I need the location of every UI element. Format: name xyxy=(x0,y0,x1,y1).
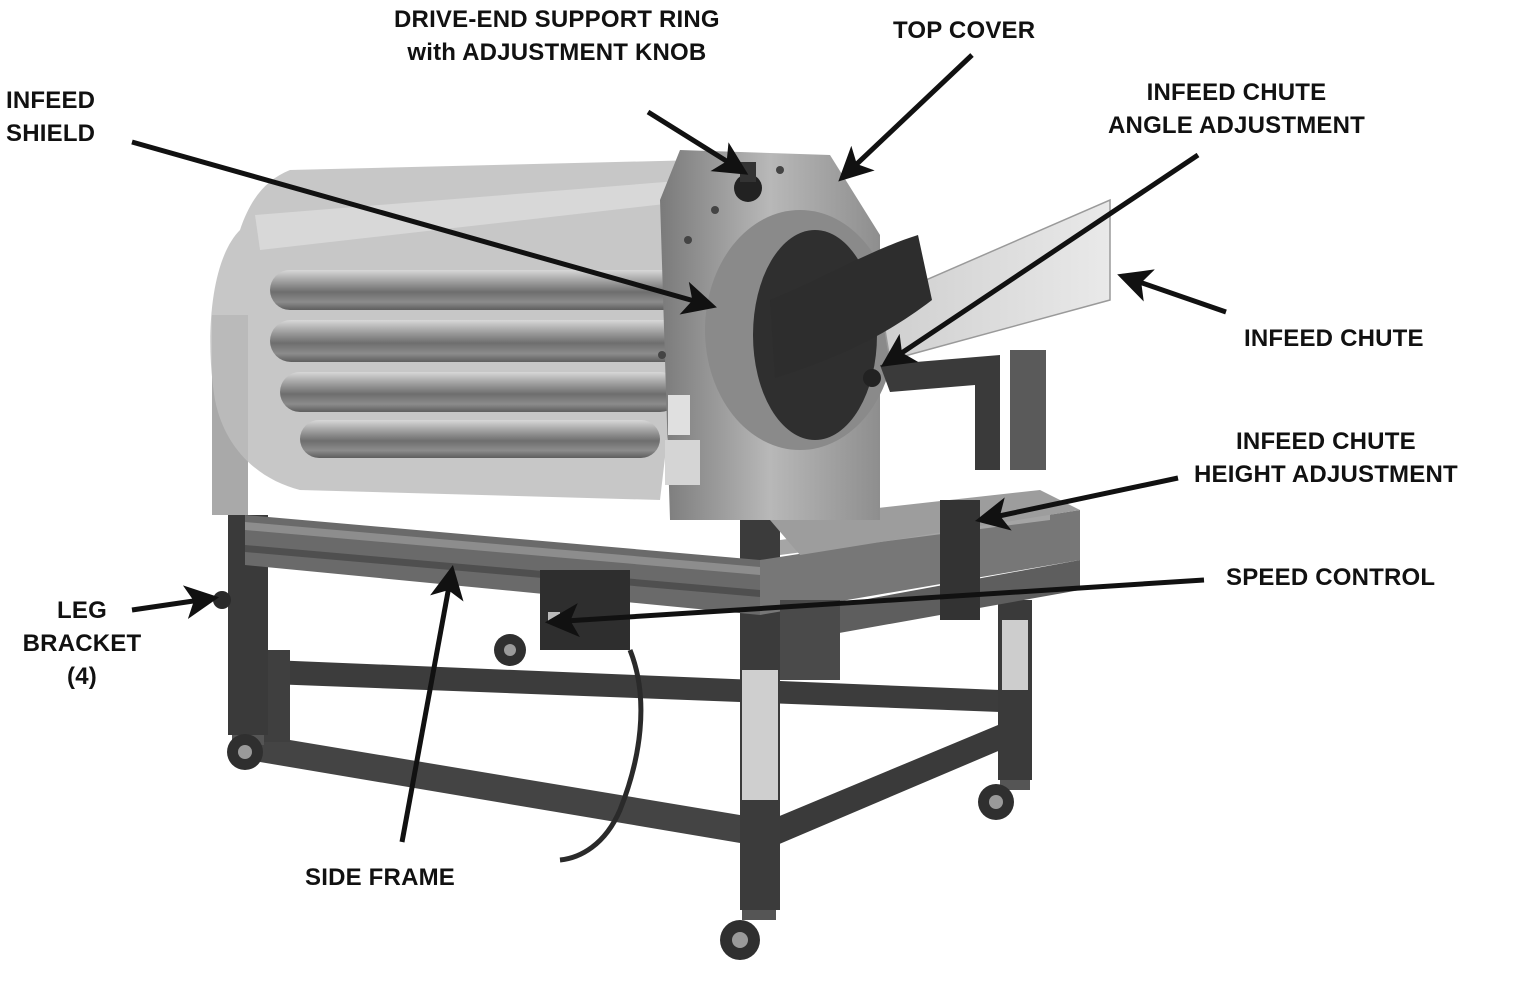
label-infeed-chute-height-adjustment: INFEED CHUTE HEIGHT ADJUSTMENT xyxy=(1194,425,1458,491)
label-line: LEG xyxy=(57,597,107,624)
label-line: HEIGHT ADJUSTMENT xyxy=(1194,461,1458,488)
power-cord xyxy=(559,649,644,863)
arrow-chute-angle xyxy=(880,152,1200,367)
label-line: DRIVE-END SUPPORT RING xyxy=(394,6,720,33)
arrow-leg-bracket xyxy=(131,585,220,620)
label-infeed-shield: INFEED SHIELD xyxy=(6,84,95,150)
rear-right-leg-extension xyxy=(1002,620,1028,690)
label-line: INFEED CHUTE xyxy=(1244,325,1424,352)
label-line: INFEED CHUTE xyxy=(1146,79,1327,106)
arrow-chute-height xyxy=(975,475,1179,531)
label-side-frame: SIDE FRAME xyxy=(305,861,455,894)
label-line: SIDE FRAME xyxy=(305,864,456,891)
label-speed-control: SPEED CONTROL xyxy=(1226,561,1435,594)
caster-front-left xyxy=(227,734,264,770)
right-lower-rail xyxy=(770,720,1010,848)
label-line: ANGLE ADJUSTMENT xyxy=(1108,112,1365,139)
arrow-infeed-shield xyxy=(131,139,717,315)
label-line: BRACKET xyxy=(22,630,142,657)
arrow-top-cover xyxy=(838,53,974,182)
label-line: INFEED CHUTE xyxy=(1236,428,1416,455)
label-drive-end-support-ring: DRIVE-END SUPPORT RING with ADJUSTMENT K… xyxy=(394,3,720,69)
arrow-speed-control xyxy=(544,577,1205,638)
caster-rear-right xyxy=(978,780,1030,820)
label-line: INFEED xyxy=(6,87,96,114)
label-line: (4) xyxy=(67,663,97,690)
front-lower-rail xyxy=(260,735,770,848)
arrow-infeed-chute xyxy=(1117,269,1227,315)
front-right-leg-extension xyxy=(742,670,778,800)
rear-lower-rail xyxy=(270,660,1000,712)
label-leg-bracket: LEG BRACKET (4) xyxy=(12,594,152,693)
label-line: TOP COVER xyxy=(893,17,1036,44)
label-line: SHIELD xyxy=(6,120,96,147)
rear-right-post xyxy=(1010,350,1046,470)
speed-control-box xyxy=(540,570,630,650)
label-line: with ADJUSTMENT KNOB xyxy=(407,39,707,66)
leg-bracket-knob xyxy=(213,591,231,609)
stand xyxy=(212,315,1046,960)
caster-rear-left xyxy=(494,634,526,666)
label-infeed-chute: INFEED CHUTE xyxy=(1244,322,1424,355)
label-top-cover: TOP COVER xyxy=(893,14,1035,47)
arrow-drive-end xyxy=(646,109,749,175)
arrow-side-frame xyxy=(399,564,464,843)
label-infeed-chute-angle-adjustment: INFEED CHUTE ANGLE ADJUSTMENT xyxy=(1108,76,1365,142)
caster-front-right xyxy=(720,910,776,960)
label-line: SPEED CONTROL xyxy=(1226,564,1436,591)
pointer-arrows xyxy=(131,53,1227,843)
infeed-chute xyxy=(770,198,1111,620)
